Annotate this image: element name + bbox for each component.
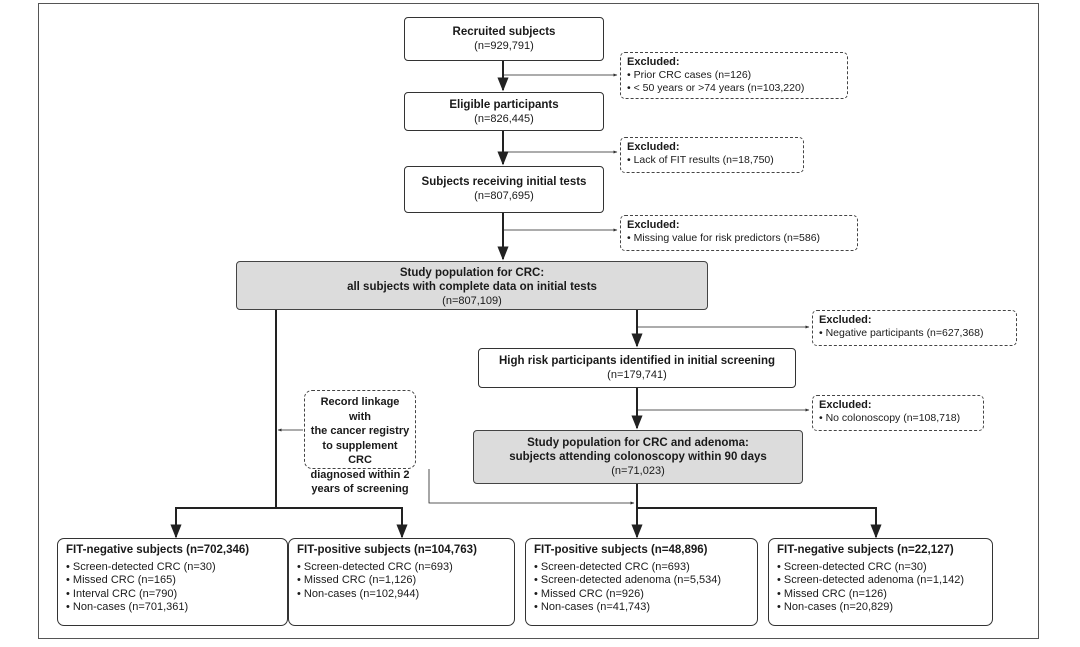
eligible-count: (n=826,445) (474, 113, 534, 125)
study-adenoma-title-1: Study population for CRC and adenoma: (527, 437, 749, 449)
registry-line: years of screening (311, 483, 409, 495)
study-adenoma-box: Study population for CRC and adenoma: su… (473, 430, 803, 484)
study-adenoma-title-2: subjects attending colonoscopy within 90… (509, 451, 767, 463)
recruited-title: Recruited subjects (452, 26, 556, 38)
high-risk-count: (n=179,741) (607, 369, 667, 381)
eligible-box: Eligible participants (n=826,445) (404, 92, 604, 131)
excluded-box-2: Excluded: Lack of FIT results (n=18,750) (620, 137, 804, 173)
registry-note: Record linkage with the cancer registry … (304, 390, 416, 495)
excluded-4-item: Negative participants (n=627,368) (819, 327, 1010, 340)
study-crc-count: (n=807,109) (442, 295, 502, 307)
excluded-box-1: Excluded: Prior CRC cases (n=126) < 50 y… (620, 52, 848, 99)
result-item: Non-cases (n=41,743) (534, 601, 749, 615)
excluded-box-5: Excluded: No colonoscopy (n=108,718) (812, 395, 984, 431)
study-adenoma-count: (n=71,023) (611, 465, 665, 477)
excluded-3-title: Excluded: (627, 219, 680, 231)
result-item: Screen-detected CRC (n=30) (66, 561, 279, 575)
high-risk-box: High risk participants identified in ini… (478, 348, 796, 388)
result-item: Screen-detected CRC (n=693) (534, 561, 749, 575)
study-crc-box: Study population for CRC: all subjects w… (236, 261, 708, 310)
high-risk-title: High risk participants identified in ini… (498, 355, 776, 367)
result-box-fit-positive-all: FIT-positive subjects (n=104,763) Screen… (288, 538, 515, 626)
result-title: FIT-positive subjects (n=48,896) (534, 544, 708, 556)
initial-count: (n=807,695) (474, 190, 534, 202)
result-item: Screen-detected CRC (n=693) (297, 561, 506, 575)
registry-line: to supplement CRC (322, 439, 398, 467)
result-item: Missed CRC (n=1,126) (297, 574, 506, 588)
excluded-1-item: Prior CRC cases (n=126) (627, 69, 841, 82)
result-item: Screen-detected adenoma (n=1,142) (777, 574, 984, 588)
result-item: Missed CRC (n=165) (66, 574, 279, 588)
result-box-fit-negative-all: FIT-negative subjects (n=702,346) Screen… (57, 538, 288, 626)
result-box-fit-positive-colonoscopy: FIT-positive subjects (n=48,896) Screen-… (525, 538, 758, 626)
excluded-box-3: Excluded: Missing value for risk predict… (620, 215, 858, 251)
result-item: Non-cases (n=102,944) (297, 588, 506, 602)
study-crc-title-1: Study population for CRC: (399, 267, 545, 279)
recruited-count: (n=929,791) (474, 40, 534, 52)
result-box-fit-negative-colonoscopy: FIT-negative subjects (n=22,127) Screen-… (768, 538, 993, 626)
result-item: Screen-detected CRC (n=30) (777, 561, 984, 575)
diagram-frame (38, 3, 1039, 639)
excluded-4-title: Excluded: (819, 314, 872, 326)
initial-box: Subjects receiving initial tests (n=807,… (404, 166, 604, 213)
result-item: Screen-detected adenoma (n=5,534) (534, 574, 749, 588)
excluded-5-item: No colonoscopy (n=108,718) (819, 412, 977, 425)
registry-line: Record linkage with (320, 396, 400, 423)
registry-line: diagnosed within 2 (310, 468, 410, 481)
result-title: FIT-positive subjects (n=104,763) (297, 544, 477, 556)
result-title: FIT-negative subjects (n=702,346) (66, 544, 250, 556)
excluded-1-item: < 50 years or >74 years (n=103,220) (627, 82, 841, 95)
result-title: FIT-negative subjects (n=22,127) (777, 544, 954, 556)
result-item: Missed CRC (n=126) (777, 588, 984, 602)
excluded-2-item: Lack of FIT results (n=18,750) (627, 154, 797, 167)
recruited-box: Recruited subjects (n=929,791) (404, 17, 604, 61)
result-item: Missed CRC (n=926) (534, 588, 749, 602)
study-crc-title-2: all subjects with complete data on initi… (347, 281, 597, 293)
initial-title: Subjects receiving initial tests (421, 176, 587, 188)
excluded-3-item: Missing value for risk predictors (n=586… (627, 232, 851, 245)
result-item: Interval CRC (n=790) (66, 588, 279, 602)
eligible-title: Eligible participants (449, 99, 559, 111)
result-item: Non-cases (n=20,829) (777, 601, 984, 615)
result-item: Non-cases (n=701,361) (66, 601, 279, 615)
excluded-1-title: Excluded: (627, 56, 680, 68)
excluded-2-title: Excluded: (627, 141, 680, 153)
excluded-5-title: Excluded: (819, 399, 872, 411)
excluded-box-4: Excluded: Negative participants (n=627,3… (812, 310, 1017, 346)
registry-line: the cancer registry (310, 425, 410, 437)
